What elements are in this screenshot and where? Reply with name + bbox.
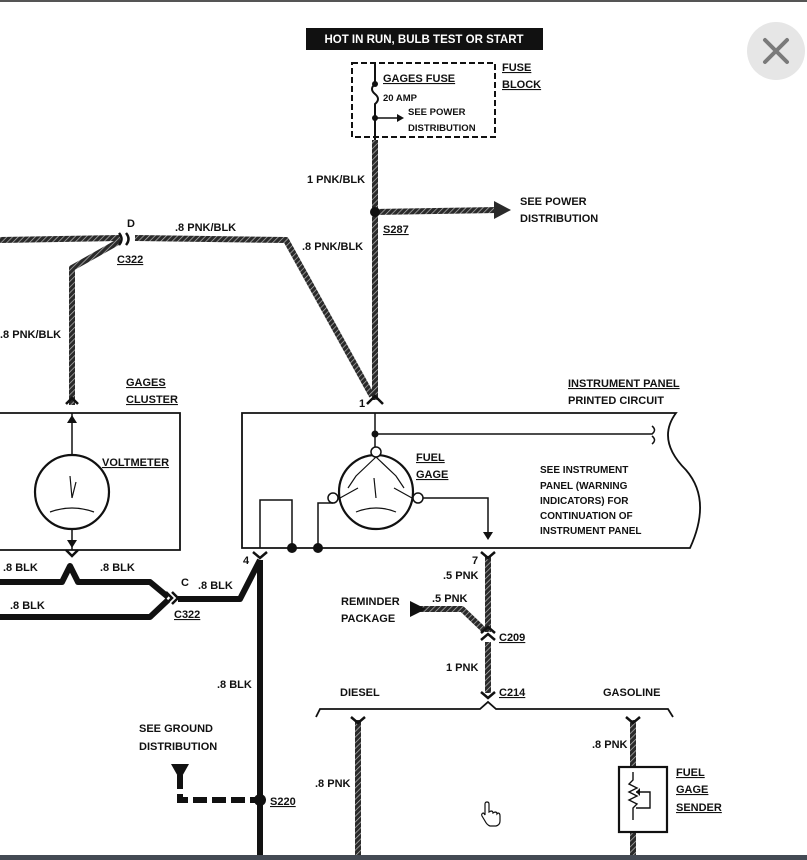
wire-label: .5 PNK	[432, 593, 468, 605]
ip-note: PANEL (WARNING	[540, 481, 628, 492]
hand-pointer-icon	[481, 801, 501, 827]
wire-label: .8 BLK	[3, 562, 38, 574]
s220-splice	[254, 794, 266, 806]
close-button[interactable]	[747, 22, 805, 80]
gasoline-label: GASOLINE	[603, 687, 660, 699]
pin-4-label: 4	[243, 555, 250, 567]
fuse-rating: 20 AMP	[383, 93, 418, 104]
fuel-sender-box	[617, 765, 669, 834]
sender-label-2: GAGE	[676, 784, 708, 796]
wire-label: .8 PNK	[315, 778, 351, 790]
ip-note: INDICATORS) FOR	[540, 496, 629, 507]
voltmeter-label: VOLTMETER	[102, 457, 169, 469]
connector-d-label: D	[127, 218, 135, 230]
hot-banner	[306, 28, 543, 50]
fuse-block	[351, 62, 496, 138]
c322-bottom-label: C322	[174, 609, 200, 621]
hot-banner-text: HOT IN RUN, BULB TEST OR START	[324, 34, 523, 46]
fuse-block-label-2: BLOCK	[502, 79, 541, 91]
ip-circuit-box	[241, 412, 701, 549]
connector-marks	[65, 232, 641, 725]
fuse-symbol	[371, 63, 379, 140]
gages-cluster-box	[0, 412, 181, 551]
wire-label: .8 PNK	[592, 739, 628, 751]
wire-top-pnkblk	[0, 235, 121, 243]
s287-label: S287	[383, 224, 409, 236]
ip-note: INSTRUMENT PANEL	[540, 526, 641, 537]
wire-label: 1 PNK/BLK	[307, 174, 365, 186]
wire-label: .8 PNK/BLK	[302, 241, 363, 253]
option-bus	[315, 700, 674, 718]
wire-label: .8 PNK/BLK	[175, 222, 236, 234]
bottom-bar	[0, 855, 807, 860]
fuse-block-label: FUSE	[502, 62, 531, 74]
see-ground-label: SEE GROUND	[139, 723, 213, 735]
wire-to-power-dist	[374, 207, 499, 215]
fuel-gage-label: FUEL	[416, 452, 445, 464]
reminder-arrow	[410, 601, 426, 617]
gages-cluster-label-2: CLUSTER	[126, 394, 178, 406]
ip-note: CONTINUATION OF	[540, 511, 633, 522]
see-power-label: SEE POWER	[520, 196, 587, 208]
s220-label: S220	[270, 796, 296, 808]
wire-label: 1 PNK	[446, 662, 478, 674]
fuel-gage-label-2: GAGE	[416, 469, 448, 481]
ground-wire	[177, 775, 255, 803]
see-ground-label-2: DISTRIBUTION	[139, 741, 217, 753]
arrow-power-dist	[494, 201, 511, 219]
gages-cluster-label: GAGES	[126, 377, 166, 389]
diesel-label: DIESEL	[340, 687, 380, 699]
s287-splice	[370, 207, 380, 217]
wire-reminder	[420, 606, 487, 633]
wire-label: .8 PNK/BLK	[0, 329, 61, 341]
gages-fuse-label: GAGES FUSE	[383, 73, 455, 85]
close-icon	[763, 38, 789, 64]
wire-label: .8 BLK	[100, 562, 135, 574]
wire-top-pnkblk-2	[134, 235, 375, 398]
pin-1-label: 1	[359, 398, 365, 410]
wire-label: .5 PNK	[443, 570, 479, 582]
distribution-text: DISTRIBUTION	[408, 123, 476, 134]
reminder-label: REMINDER	[341, 596, 400, 608]
pin-7-label: 7	[472, 555, 478, 567]
c214-label: C214	[499, 687, 526, 699]
pnk-wires	[0, 140, 636, 855]
sender-label: FUEL	[676, 767, 705, 779]
sender-label-3: SENDER	[676, 802, 722, 814]
c209-label: C209	[499, 632, 525, 644]
connector-c-label: C	[181, 577, 189, 589]
wire-label: .8 BLK	[10, 600, 45, 612]
ip-note: SEE INSTRUMENT	[540, 465, 628, 476]
wire-left-drop	[69, 238, 122, 405]
ip-circuit-label-2: PRINTED CIRCUIT	[568, 395, 664, 407]
distribution-label: DISTRIBUTION	[520, 213, 598, 225]
ground-arrow	[171, 764, 189, 780]
c322-top-label: C322	[117, 254, 143, 266]
reminder-label-2: PACKAGE	[341, 613, 395, 625]
wire-label: .8 BLK	[217, 679, 252, 691]
ip-circuit-label: INSTRUMENT PANEL	[568, 378, 680, 390]
see-power-text: SEE POWER	[408, 107, 466, 118]
wire-label: .8 BLK	[198, 580, 233, 592]
